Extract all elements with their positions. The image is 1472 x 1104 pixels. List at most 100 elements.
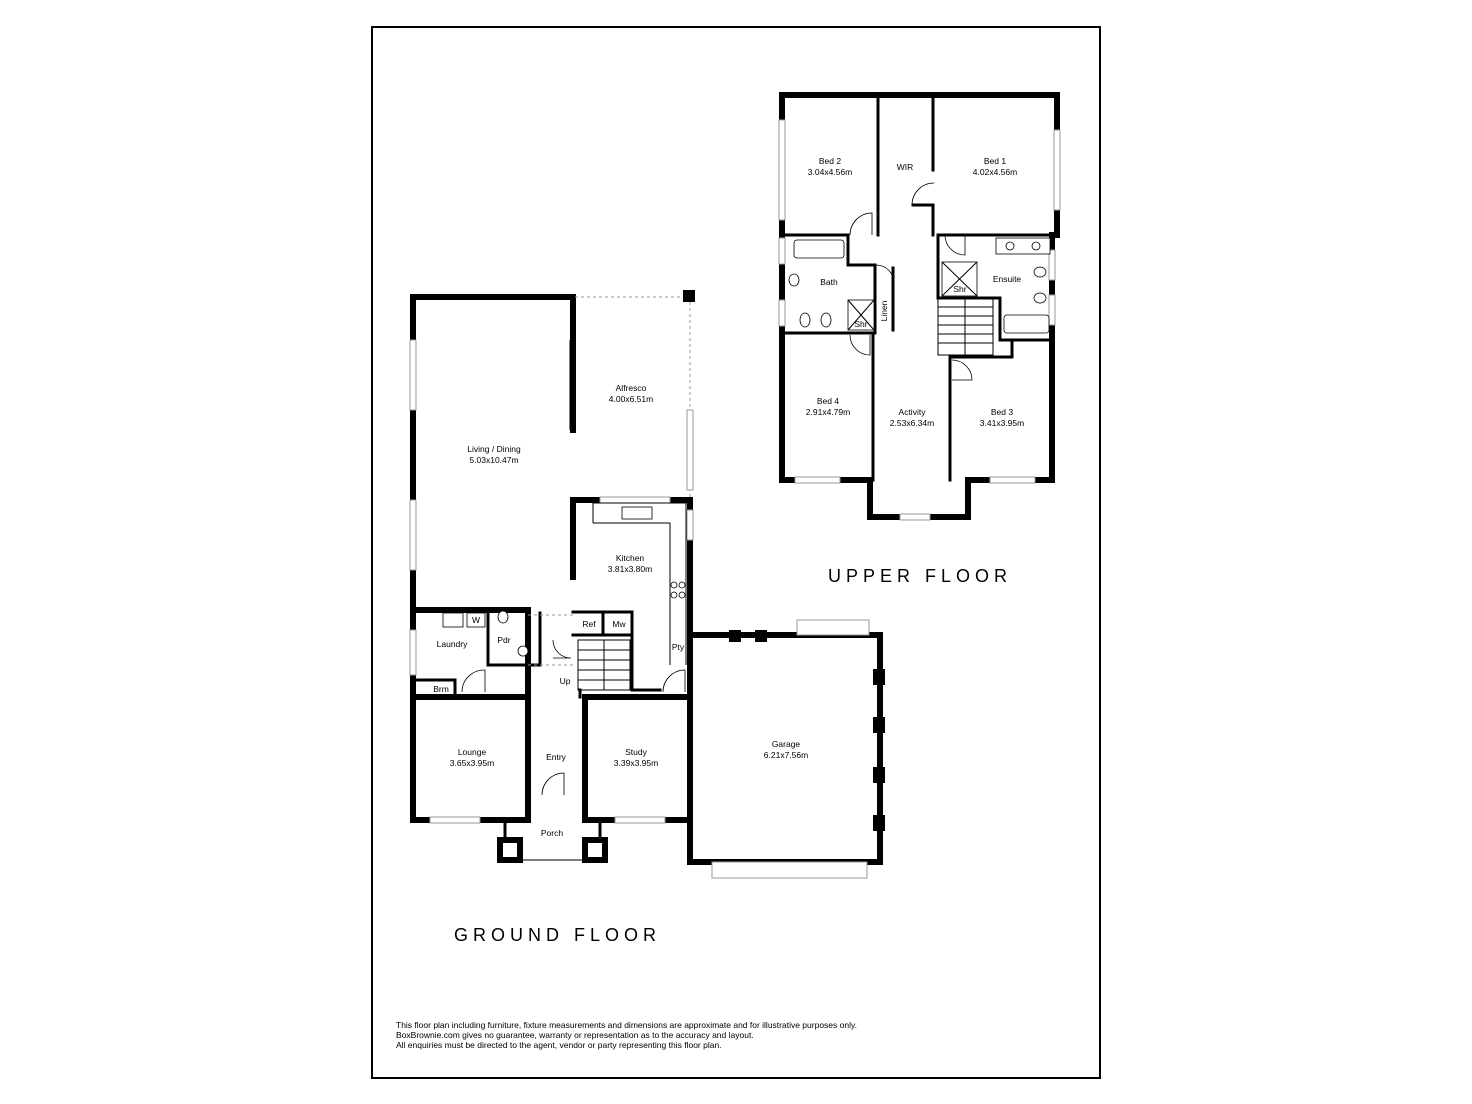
washer-icon — [466, 612, 486, 628]
room-label-pdr: Pdr — [497, 635, 510, 645]
ground-interior-wall — [571, 610, 634, 637]
room-size-kitchen: 3.81x3.80m — [608, 564, 652, 574]
ground-window — [686, 509, 694, 541]
door-swing-icon — [662, 669, 686, 693]
laundry-tub-icon — [442, 612, 464, 628]
page-frame — [371, 26, 1101, 1079]
upper-interior-wall — [948, 338, 1014, 359]
room-size-bed4: 2.91x4.79m — [806, 407, 850, 417]
room-size-study: 3.39x3.95m — [614, 758, 658, 768]
door-swing-icon — [849, 334, 871, 356]
entry-threshold — [528, 614, 573, 666]
room-label-ensuite-shower: Shr — [953, 284, 966, 294]
basin-icon — [517, 645, 529, 657]
room-size-garage: 6.21x7.56m — [764, 750, 808, 760]
door-swing-icon — [911, 182, 935, 206]
ground-window — [409, 499, 417, 571]
door-swing-icon — [944, 234, 966, 256]
kitchen-bench — [592, 502, 687, 665]
disclaimer-line: BoxBrownie.com gives no guarantee, warra… — [396, 1030, 754, 1040]
upper-interior-wall — [911, 203, 935, 237]
bathtub-icon — [793, 239, 845, 259]
room-size-bed1: 4.02x4.56m — [973, 167, 1017, 177]
room-label-wir: WIR — [897, 162, 914, 172]
room-size-lounge: 3.65x3.95m — [450, 758, 494, 768]
toilet-icon — [820, 312, 832, 328]
door-swing-icon — [552, 639, 572, 659]
room-label-pty: Pty — [672, 642, 685, 652]
room-label-bed2: Bed 2 — [819, 156, 841, 166]
upper-floor-plan: Bed 2 3.04x4.56m WIR Bed 1 4.02x4.56m Ba… — [778, 92, 1061, 586]
garage-pier — [873, 815, 885, 831]
upper-window — [1048, 294, 1056, 326]
room-label-ensuite: Ensuite — [993, 274, 1022, 284]
toilet-icon — [1033, 266, 1047, 278]
upper-window — [778, 237, 786, 265]
upper-window — [1048, 249, 1056, 281]
room-label-ref: Ref — [582, 619, 596, 629]
room-label-porch: Porch — [541, 828, 563, 838]
basin-icon — [1005, 241, 1015, 251]
upper-floor-title: UPPER FLOOR — [828, 566, 1012, 586]
ground-floor-title: GROUND FLOOR — [454, 925, 661, 945]
upper-interior-wall — [936, 233, 1054, 342]
room-label-bath-shower: Shr — [854, 319, 867, 329]
upper-window — [778, 119, 786, 221]
alfresco-post — [683, 290, 695, 302]
upper-window — [989, 476, 1036, 484]
upper-interior-wall — [780, 263, 877, 335]
room-label-entry: Entry — [546, 752, 567, 762]
basin-icon — [1031, 241, 1041, 251]
room-label-alfresco: Alfresco — [616, 383, 647, 393]
door-swing-icon — [849, 212, 873, 236]
garage-pier — [729, 630, 741, 642]
ground-exterior-wall — [570, 294, 693, 668]
upper-window — [794, 476, 841, 484]
disclaimer: This floor plan including furniture, fix… — [396, 1020, 1036, 1050]
ground-exterior-wall — [410, 607, 531, 700]
toilet-icon — [497, 610, 509, 624]
room-size-bed3: 3.41x3.95m — [980, 418, 1024, 428]
ground-floor-plan: W Living / Dining 5.03x10.47m Alfresco 4… — [409, 290, 885, 945]
room-label-bed3: Bed 3 — [991, 407, 1013, 417]
ground-window — [429, 816, 481, 824]
room-size-living: 5.03x10.47m — [469, 455, 518, 465]
ground-stairs — [577, 639, 631, 691]
room-label-garage: Garage — [772, 739, 801, 749]
bathtub-icon — [1003, 314, 1050, 334]
room-label-brm: Brm — [433, 684, 449, 694]
upper-window — [899, 513, 931, 521]
ground-window — [409, 339, 417, 411]
upper-stairs — [937, 297, 994, 356]
room-size-alfresco: 4.00x6.51m — [609, 394, 653, 404]
room-label-linen: Linen — [879, 300, 889, 321]
garage-pier — [873, 767, 885, 783]
ground-exterior-wall — [410, 294, 576, 823]
room-label-lounge: Lounge — [458, 747, 487, 757]
room-label-bath: Bath — [820, 277, 838, 287]
room-label-kitchen: Kitchen — [616, 553, 645, 563]
room-label-bed4: Bed 4 — [817, 396, 839, 406]
ground-interior-wall — [486, 608, 542, 667]
room-label-study: Study — [625, 747, 647, 757]
disclaimer-line: All enquiries must be directed to the ag… — [396, 1040, 722, 1050]
ground-interior-wall — [411, 678, 457, 699]
garage-pier — [873, 717, 885, 733]
room-label-mw: Mw — [612, 619, 626, 629]
cooktop-icon — [670, 591, 678, 599]
basin-icon — [788, 273, 800, 287]
cooktop-icon — [678, 581, 686, 589]
garage-pier — [873, 669, 885, 685]
room-label-bed1: Bed 1 — [984, 156, 1006, 166]
washer-label: W — [472, 615, 480, 625]
porch-structure — [497, 820, 608, 863]
sink-icon — [621, 506, 653, 520]
cooktop-icon — [670, 581, 678, 589]
ground-window — [614, 816, 666, 824]
door-swing-icon — [461, 669, 486, 693]
ground-window — [686, 409, 694, 491]
room-label-activity: Activity — [899, 407, 927, 417]
garage-pier — [755, 630, 767, 642]
vanity-icon — [995, 237, 1051, 255]
